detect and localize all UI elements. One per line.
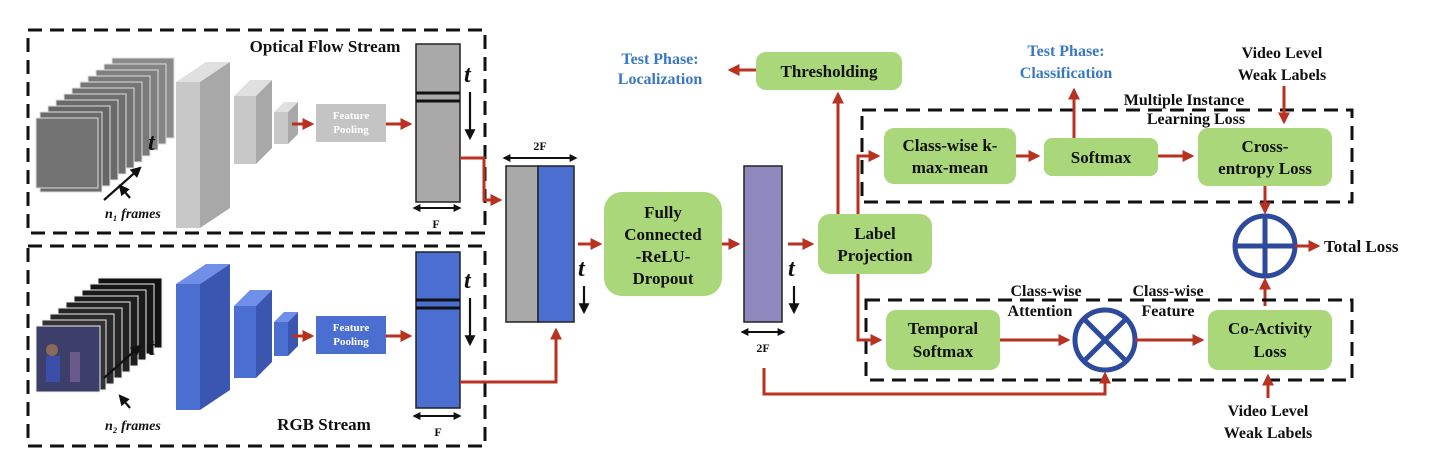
rgb-t-label: t: [148, 335, 156, 361]
attention-line1: Class-wise: [1010, 283, 1081, 300]
flow-matrix-t: t: [464, 62, 472, 88]
mil-loss-border: [860, 108, 1354, 204]
flow-stream-title: Optical Flow Stream: [250, 37, 401, 56]
label-proj-line1: Label: [854, 224, 896, 243]
rgb-matrix-t: t: [464, 268, 472, 294]
concatenated-features: [505, 165, 575, 323]
rgb-feature-pooling: [316, 316, 386, 354]
kmax-line2: max-mean: [912, 158, 989, 177]
proj-t-label: t: [788, 256, 796, 282]
ce-line1: Cross-: [1242, 137, 1289, 156]
softmax-label: Softmax: [1071, 148, 1132, 167]
flow-frames-arrow: [118, 184, 131, 199]
flow-cnn: [176, 62, 298, 228]
co-activity-line2: Loss: [1253, 342, 1286, 361]
attention-line2: Attention: [1008, 303, 1073, 320]
rgb-feature-matrix: [415, 251, 461, 409]
rgb-pooling-line2: Pooling: [333, 336, 369, 348]
rgb-dim-label: F: [434, 425, 441, 439]
label-proj-line2: Projection: [837, 246, 913, 265]
rgb-cnn: [176, 264, 298, 410]
flow-frames-label: n₁ frames: [105, 207, 161, 222]
mil-line1: Multiple Instance: [1124, 92, 1244, 109]
cross-entropy-module: [1198, 128, 1332, 186]
flow-t-label: t: [148, 130, 156, 156]
weak-labels-top-line2: Weak Labels: [1238, 67, 1326, 84]
flow-time-arrow: [103, 166, 142, 201]
projected-features: [743, 165, 783, 323]
test-classification-line2: Classification: [1020, 65, 1113, 82]
weak-labels-top-line1: Video Level: [1242, 45, 1323, 62]
classwise-kmax-module: [884, 128, 1016, 184]
thresholding-label: Thresholding: [780, 62, 878, 81]
test-localization-line1: Test Phase:: [621, 51, 698, 68]
rgb-stream-title: RGB Stream: [277, 415, 371, 434]
weak-labels-bottom-line2: Weak Labels: [1224, 425, 1312, 442]
ce-line2: entropy Loss: [1218, 159, 1312, 178]
proj-dim-label: 2F: [756, 341, 769, 355]
co-activity-line1: Co-Activity: [1228, 319, 1313, 338]
flow-frames-stack: [35, 57, 175, 193]
sum-operator: [1232, 213, 1298, 279]
co-activity-module: [1208, 310, 1332, 370]
total-loss-label: Total Loss: [1324, 237, 1399, 256]
concat-t-label: t: [578, 256, 586, 282]
rgb-stream-border: [26, 244, 487, 448]
optical-flow-stream: Optical Flow Stream t n₁ frames: [26, 28, 487, 235]
rgb-frames-label: n₂ frames: [105, 419, 161, 434]
flow-feature-pooling: [316, 104, 386, 142]
mil-line2: Learning Loss: [1147, 111, 1245, 128]
feature-line2: Feature: [1141, 303, 1194, 320]
fc-line3: -ReLU-: [636, 247, 691, 266]
label-projection-module: [818, 214, 932, 274]
test-classification-line1: Test Phase:: [1027, 43, 1104, 60]
fc-line4: Dropout: [632, 269, 693, 288]
flow-feature-matrix: [415, 43, 461, 203]
flow-pooling-line2: Pooling: [333, 124, 369, 136]
weak-labels-bottom-line1: Video Level: [1228, 403, 1309, 420]
temporal-softmax-module: [886, 310, 1000, 370]
temporal-softmax-line1: Temporal: [908, 319, 978, 338]
feature-line1: Class-wise: [1132, 283, 1203, 300]
concat-dim-label: 2F: [533, 139, 546, 153]
rgb-stream: RGB Stream t n₂ frames: [26, 244, 487, 448]
fc-line2: Connected: [624, 225, 702, 244]
multiply-operator: [1072, 307, 1138, 373]
rgb-pooling-line1: Feature: [333, 322, 370, 334]
flow-stream-border: [26, 28, 487, 235]
flow-pooling-line1: Feature: [333, 110, 370, 122]
softmax-module: [1044, 138, 1158, 176]
thresholding-module: [756, 52, 902, 90]
temporal-softmax-line2: Softmax: [913, 342, 974, 361]
fc-line1: Fully: [644, 203, 682, 222]
flow-dim-label: F: [432, 217, 439, 231]
test-localization-line2: Localization: [618, 71, 703, 88]
kmax-line1: Class-wise k-: [903, 136, 998, 155]
rgb-frames-stack: [35, 277, 163, 393]
fc-relu-dropout-module: [604, 192, 722, 296]
